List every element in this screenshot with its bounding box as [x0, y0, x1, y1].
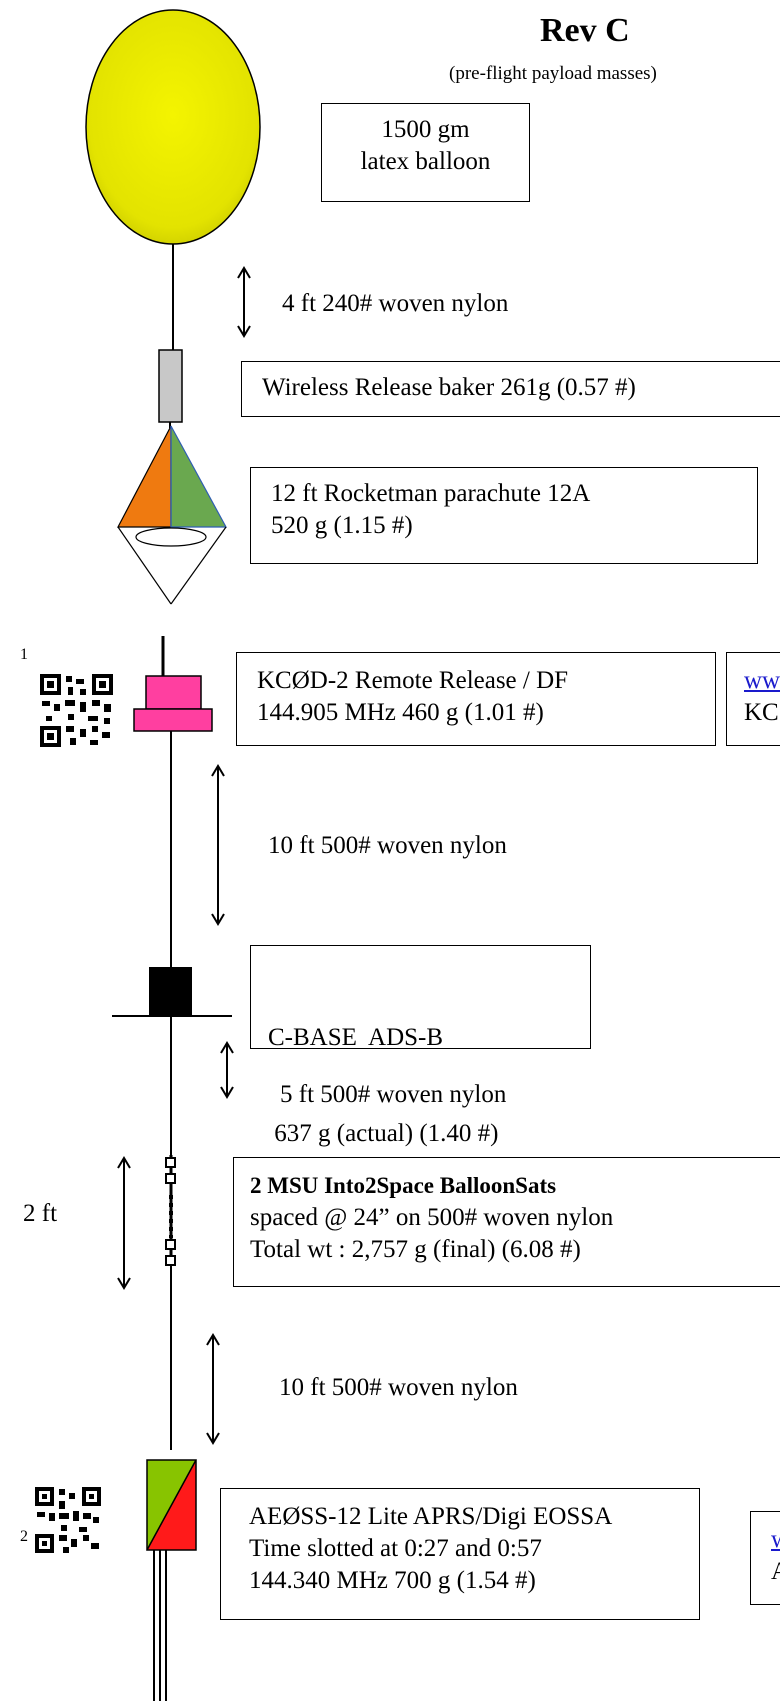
parachute-label-line2: 520 g (1.15 #)	[271, 512, 413, 539]
tether-label-4: 10 ft 500# woven nylon	[279, 1374, 518, 1401]
footnote-1: 1	[20, 646, 28, 663]
remote-release-shape	[133, 636, 213, 732]
parachute-shape	[117, 425, 228, 605]
remote-release-label-line2: 144.905 MHz 460 g (1.01 #)	[257, 699, 544, 726]
aeoss-label-line1: AEØSS-12 Lite APRS/Digi EOSSA	[249, 1503, 613, 1530]
tether-label-2: 10 ft 500# woven nylon	[268, 832, 507, 859]
parachute-label-line1: 12 ft Rocketman parachute 12A	[271, 480, 591, 507]
balloonsats-label-line3: Total wt : 2,757 g (final) (6.08 #)	[250, 1236, 581, 1263]
cbase-shape	[149, 967, 192, 1017]
balloon-label-line1: 1500 gm	[381, 116, 470, 143]
balloonsats-shape	[165, 1155, 176, 1266]
release-label: Wireless Release baker 261g (0.57 #)	[262, 374, 636, 401]
cbase-label-line2: 637 g (actual) (1.40 #)	[268, 1120, 499, 1147]
tether-label-3: 5 ft 500# woven nylon	[280, 1081, 507, 1108]
antenna-lines	[153, 1550, 167, 1701]
aeoss-link-box: w A	[750, 1511, 780, 1605]
footnote-2: 2	[20, 1528, 28, 1545]
balloon-label-line2: latex balloon	[360, 148, 491, 175]
remote-release-label-box: KCØD-2 Remote Release / DF 144.905 MHz 4…	[236, 652, 716, 746]
qr-code-icon	[40, 674, 113, 747]
double-arrow-icon	[237, 266, 251, 338]
aeoss-label-line3: 144.340 MHz 700 g (1.54 #)	[249, 1567, 536, 1594]
remote-release-link-box: ww KC	[726, 652, 780, 746]
cbase-label-box: C-BASE ADS-B 637 g (actual) (1.40 #)	[250, 945, 591, 1147]
spacing-label: 2 ft	[23, 1200, 58, 1227]
page-subtitle: (pre-flight payload masses)	[449, 63, 657, 84]
remote-release-label-line1: KCØD-2 Remote Release / DF	[257, 667, 569, 694]
balloon-label-box: 1500 gm latex balloon	[321, 103, 530, 202]
double-arrow-icon	[220, 1041, 234, 1099]
tether-label-1: 4 ft 240# woven nylon	[282, 290, 509, 317]
cbase-label-line1: C-BASE ADS-B	[268, 1024, 444, 1051]
double-arrow-icon	[206, 1333, 220, 1445]
parachute-label-box: 12 ft Rocketman parachute 12A 520 g (1.1…	[250, 467, 758, 564]
remote-release-callsign: KC	[744, 699, 779, 726]
release-label-box: Wireless Release baker 261g (0.57 #)	[241, 361, 780, 417]
balloonsats-label-title: 2 MSU Into2Space BalloonSats	[250, 1173, 557, 1198]
balloon-shape	[85, 9, 261, 245]
page-title: Rev C	[540, 12, 630, 49]
remote-release-link[interactable]: ww	[744, 667, 780, 694]
double-arrow-icon	[117, 1156, 131, 1290]
aeoss-tracker-shape	[146, 1459, 197, 1551]
balloonsats-label-box: 2 MSU Into2Space BalloonSats spaced @ 24…	[233, 1157, 780, 1287]
aeoss-callsign: A	[771, 1556, 780, 1588]
aeoss-label-line2: Time slotted at 0:27 and 0:57	[249, 1535, 542, 1562]
aeoss-label-box: AEØSS-12 Lite APRS/Digi EOSSA Time slott…	[220, 1488, 700, 1620]
qr-code-icon	[35, 1487, 101, 1553]
balloonsats-label-line2: spaced @ 24” on 500# woven nylon	[250, 1204, 614, 1231]
wireless-release-shape	[158, 349, 183, 423]
double-arrow-icon	[211, 764, 225, 926]
aeoss-link[interactable]: w	[771, 1526, 780, 1553]
